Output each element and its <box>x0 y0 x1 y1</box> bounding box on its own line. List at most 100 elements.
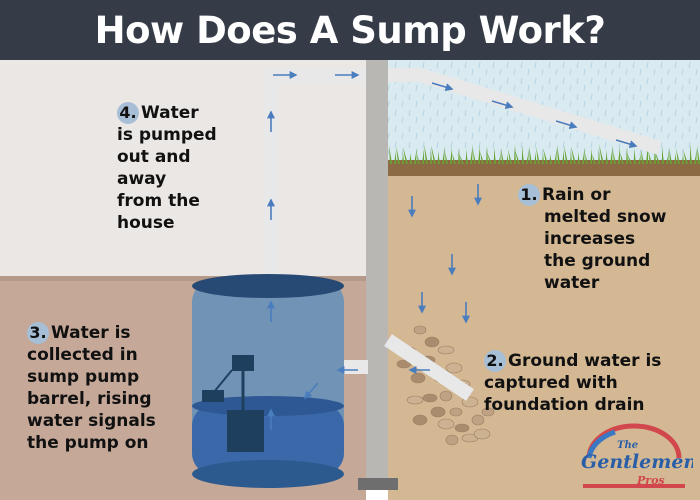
gravel-stone <box>454 423 470 433</box>
flow-arrows <box>267 71 638 430</box>
arrow-right-icon <box>615 139 638 148</box>
gravel-stone <box>439 390 453 402</box>
gravel-stone <box>445 434 459 446</box>
step-2-label: 2.Ground water is captured with foundati… <box>484 350 662 415</box>
grass-blade <box>554 149 557 164</box>
grass-blade <box>402 152 404 164</box>
grass-blade <box>515 150 520 164</box>
grass-blade <box>578 152 580 164</box>
grass-blade <box>466 149 468 164</box>
float-switch <box>232 355 254 371</box>
grass-blade <box>620 152 624 164</box>
grass-icon <box>389 144 700 164</box>
grass-blade <box>585 153 588 164</box>
gravel-stone <box>437 418 455 430</box>
logo-line-2: Gentlemen <box>581 451 693 473</box>
foundation-wall <box>366 60 388 478</box>
grass-blade <box>389 145 392 164</box>
interior-wall <box>0 60 366 279</box>
grass-blade <box>638 154 641 164</box>
barrel-lid <box>192 274 344 298</box>
grass-blade <box>529 146 532 164</box>
grass-blade <box>458 148 460 164</box>
grass-blade <box>459 154 464 164</box>
float-weight <box>202 390 224 402</box>
grass-blade <box>478 145 480 164</box>
grass-blade <box>430 150 432 164</box>
gravel-stone <box>430 406 446 418</box>
header-bar: How Does A Sump Work? <box>0 0 700 60</box>
grass-blade <box>590 148 592 164</box>
step-2-number: 2. <box>484 350 506 372</box>
arrow-left-icon <box>303 382 319 400</box>
grass-blade <box>582 147 585 164</box>
float-cord <box>213 369 233 393</box>
step-4-number: 4. <box>117 102 139 124</box>
gravel-stone <box>437 345 455 355</box>
step-1-number: 1. <box>518 184 540 206</box>
sump-pump <box>227 410 264 452</box>
grass-blade <box>480 151 484 164</box>
grass-blade <box>473 150 476 164</box>
grass-blade <box>543 148 548 164</box>
grass-blade <box>498 153 501 164</box>
grass-blade <box>690 144 692 164</box>
grass-blade <box>450 147 452 164</box>
grass-blade <box>648 150 652 164</box>
gravel-stone <box>412 414 428 426</box>
grass-blade <box>431 145 436 164</box>
grass-blade <box>506 154 508 164</box>
grass-blade <box>626 147 628 164</box>
grass-blade <box>501 148 504 164</box>
grass-blade <box>613 151 616 164</box>
grass-blade <box>486 146 488 164</box>
grass-blade <box>526 151 529 164</box>
grass-blade <box>641 149 644 164</box>
grass-blade <box>634 148 636 164</box>
page-title: How Does A Sump Work? <box>94 8 606 52</box>
wall-footing <box>358 478 398 490</box>
discharge-pipe-outlet <box>388 68 663 155</box>
grass-blade <box>654 145 656 164</box>
grass-blade <box>618 146 620 164</box>
grass-blade <box>396 146 400 164</box>
grass-blade <box>598 149 600 164</box>
grass-blade <box>417 154 420 164</box>
grass-blade <box>610 145 613 164</box>
grass-blade <box>394 151 396 164</box>
grass-blade <box>470 144 473 164</box>
grass-blade <box>422 149 424 164</box>
gravel-stone <box>413 325 427 335</box>
grass-blade <box>676 148 680 164</box>
grass-blade <box>445 152 448 164</box>
grass-blade <box>494 147 496 164</box>
grass-blade <box>666 152 669 164</box>
grass-blade <box>562 150 564 164</box>
grass-blade <box>542 153 544 164</box>
grass-blade <box>662 146 664 164</box>
grass-blade <box>536 147 540 164</box>
discharge-pipe-horizontal <box>264 68 366 82</box>
gravel-stone <box>445 362 463 374</box>
grass-blade <box>550 154 552 164</box>
grass-blade <box>414 148 417 164</box>
foundation-drain-pipe <box>384 334 474 401</box>
gauge-arc-left <box>586 429 616 459</box>
gravel-stone <box>449 407 463 417</box>
gravel-stone <box>406 395 424 405</box>
logo-line-3: Pros <box>636 474 665 487</box>
gravel-stone <box>424 336 440 348</box>
grass-blade <box>599 144 604 164</box>
grass-blade <box>571 146 576 164</box>
gravel-stone <box>473 428 491 440</box>
grass-blade <box>442 146 445 164</box>
soil <box>388 174 700 500</box>
arrow-right-icon <box>491 100 514 109</box>
grass-blade <box>674 153 676 164</box>
gravel-stone <box>422 393 438 403</box>
grass-blade <box>534 152 536 164</box>
grass-blade <box>424 144 428 164</box>
grass-blade <box>669 147 672 164</box>
arrow-right-icon <box>555 120 578 129</box>
grass-blade <box>514 144 516 164</box>
